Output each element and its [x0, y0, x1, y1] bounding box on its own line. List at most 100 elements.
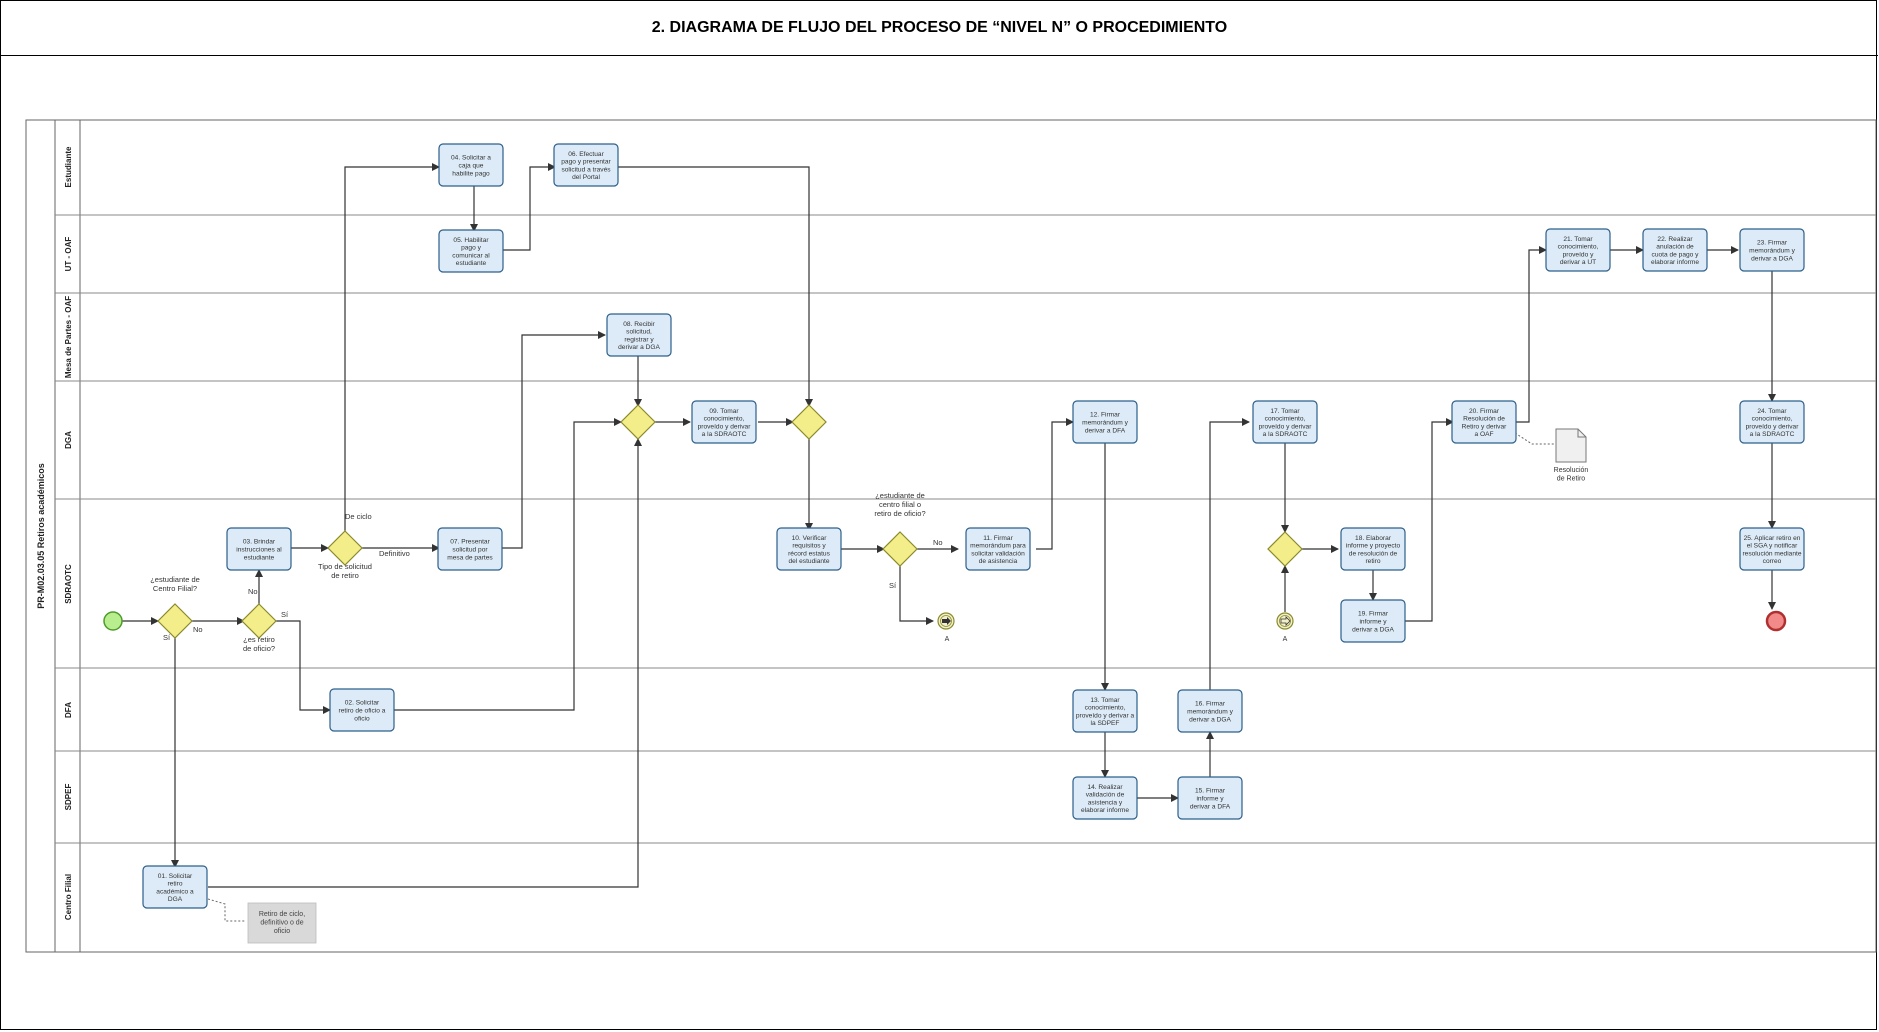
task-box: [965, 527, 1031, 571]
associations: [207, 432, 1554, 922]
events: A A: [103, 610, 1787, 643]
task-box: [226, 527, 292, 571]
task-box: [1739, 400, 1805, 444]
task-box: [553, 143, 619, 187]
title-bar: 2. DIAGRAMA DE FLUJO DEL PROCESO DE “NIV…: [1, 1, 1878, 56]
task-box: [1642, 228, 1708, 272]
flow-labels: Sí No No Sí De ciclo Definitivo No Sí: [163, 512, 943, 642]
lane-label-estudiante: Estudiante: [64, 146, 73, 187]
task-box: [1072, 689, 1138, 733]
task-box: [438, 143, 504, 187]
link-event-a2: A: [1276, 612, 1294, 643]
task-box: [1451, 400, 1517, 444]
task-box: [1252, 400, 1318, 444]
flow-t05-t06: [501, 163, 556, 251]
gateway-merge-dga-2: [791, 404, 827, 440]
flow-g2-t02: [275, 620, 331, 714]
label-g6-si: Sí: [889, 581, 897, 590]
gateway-merge-dga-1: [620, 404, 656, 440]
flow-t16-t17: [1209, 418, 1250, 690]
lane-label-dfa: DFA: [64, 702, 73, 718]
sequence-flows: [122, 163, 1776, 888]
flow-g3-t04: [344, 163, 440, 531]
pool-label: PR-M02.03.05 Retiros académicos: [36, 463, 46, 609]
label-g2-si: Sí: [281, 610, 289, 619]
task-box: [1177, 776, 1243, 820]
label-g1-no: No: [193, 625, 203, 634]
task-box: [1340, 599, 1406, 643]
association-t01-annotation: [207, 898, 246, 922]
task-box: [1177, 689, 1243, 733]
label-g6-no: No: [933, 538, 943, 547]
flow-t19-t20: [1405, 418, 1454, 622]
link-event-a1-label: A: [945, 636, 950, 643]
association-t20-doc: [1514, 432, 1554, 445]
label-g2-no: No: [248, 587, 258, 596]
task-box: [438, 229, 504, 273]
task-box: [1072, 400, 1138, 444]
task-box: [1739, 527, 1805, 571]
task-box: [776, 527, 842, 571]
flow-t06-g5: [617, 166, 813, 407]
flow-t11-t12: [1036, 418, 1074, 550]
task-box: [329, 688, 395, 732]
lane-dividers: [55, 214, 1876, 844]
label-g1-si: Sí: [163, 633, 171, 642]
flow-t02-g4: [394, 418, 622, 711]
lane-label-sdraotc: SDRAOTC: [64, 564, 73, 604]
lane-label-ut-oaf: UT - OAF: [64, 237, 73, 272]
task-box: [1072, 776, 1138, 820]
flow-g6-a1: [899, 566, 934, 625]
lane-label-mesa-de-partes: Mesa de Partes - OAF: [64, 296, 73, 378]
task-box: [142, 865, 208, 909]
lane-label-centro-filial: Centro Filial: [64, 874, 73, 920]
flow-t01-g4: [208, 438, 642, 888]
